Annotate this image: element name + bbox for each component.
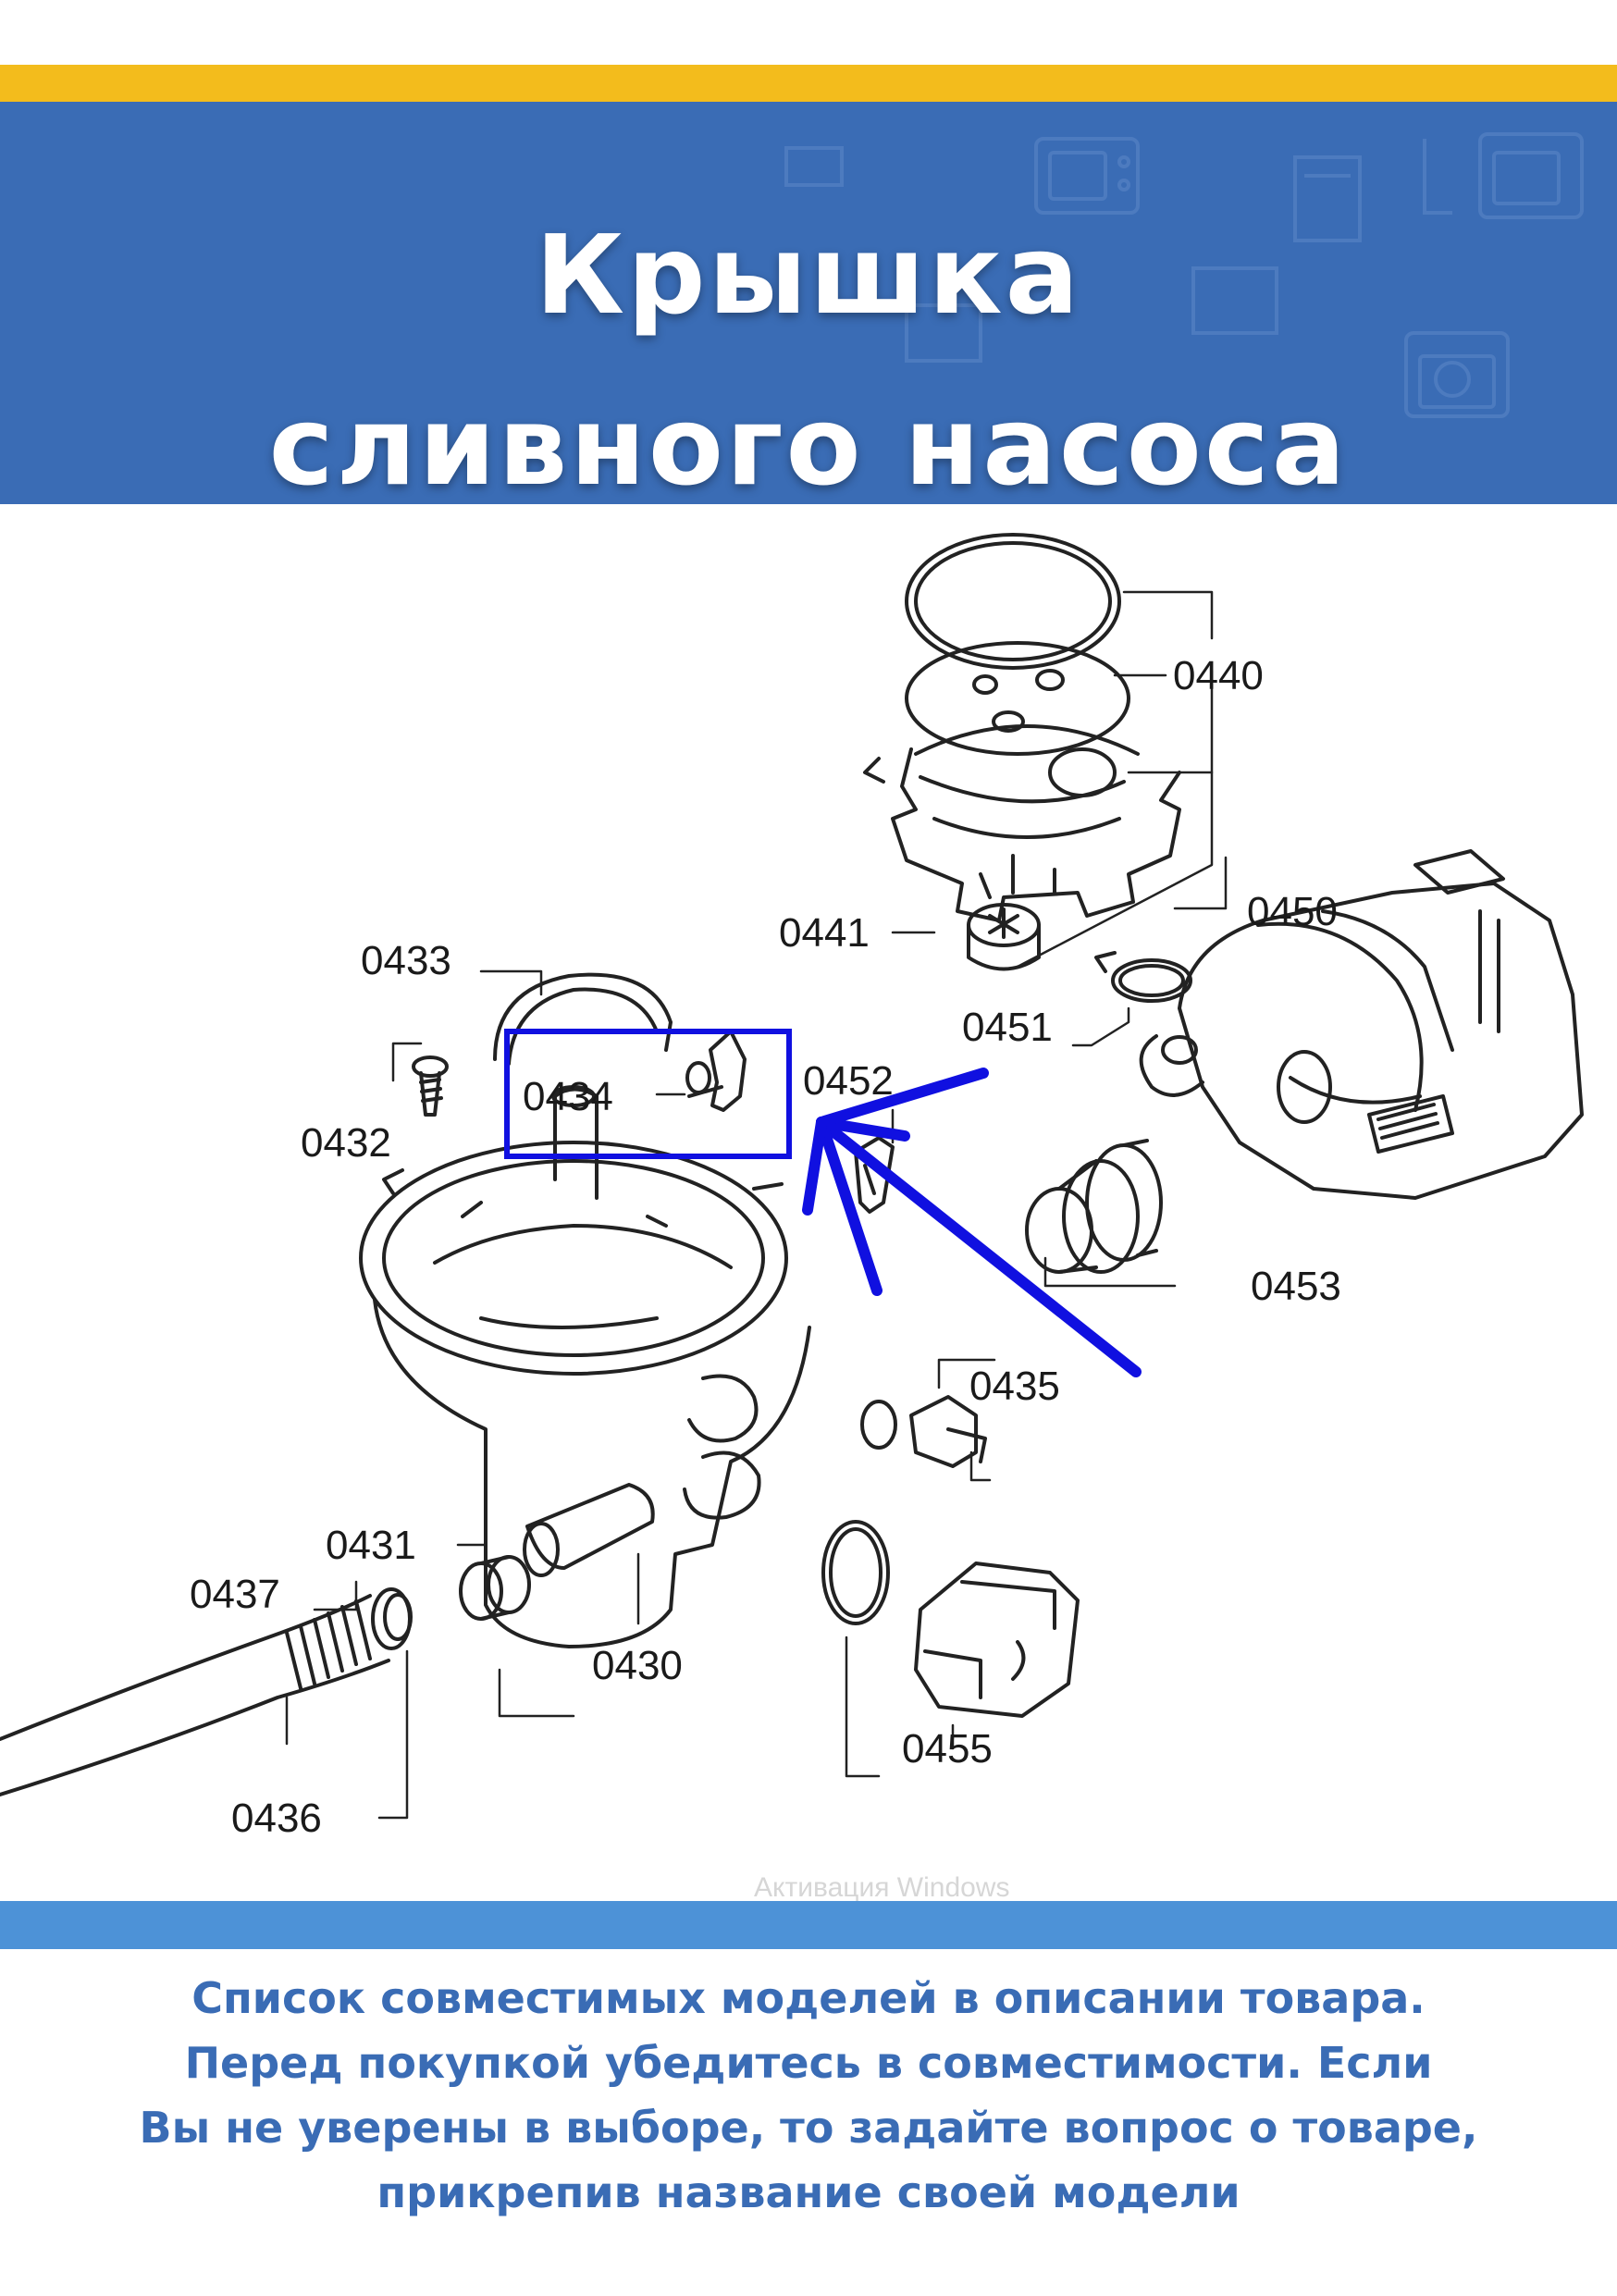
label-0430: 0430 [592,1643,683,1688]
compatibility-notice: Список совместимых моделей в описании то… [0,1966,1617,2225]
label-0432: 0432 [301,1120,391,1166]
part-0434-cover-drawing [685,1030,747,1112]
label-0452: 0452 [803,1058,894,1104]
label-0435: 0435 [969,1364,1060,1409]
label-0451: 0451 [962,1005,1053,1050]
notice-line-1: Список совместимых моделей в описании то… [191,1973,1426,2023]
label-0434: 0434 [523,1074,613,1119]
page-title: Крышка сливного насоса [0,190,1617,504]
part-oring-drawing [821,1520,890,1625]
part-0435-inlet-drawing [860,1395,987,1468]
label-0441: 0441 [779,910,870,956]
accent-stripe [0,65,1617,102]
header-banner: Крышка сливного насоса [0,102,1617,504]
bottom-band [0,1901,1617,1949]
leader-lines [285,590,1228,1820]
highlight-arrows [802,1068,1142,1377]
part-0451-clamp-drawing [1094,951,1192,1003]
part-0455-drain-pump-drawing [914,1562,1080,1718]
notice-line-3: Вы не уверены в выборе, то задайте вопро… [139,2103,1478,2153]
label-0433: 0433 [361,938,451,983]
notice-line-2: Перед покупкой убедитесь в совместимости… [184,2038,1433,2088]
label-0450: 0450 [1247,889,1338,934]
part-0432-screw-drawing [412,1055,449,1117]
part-0453-connector-drawing [1025,1139,1163,1274]
part-0441-impeller-drawing [967,903,1041,971]
label-0437: 0437 [190,1572,280,1617]
part-0431-connector-drawing [459,1555,531,1621]
highlight-box-0434 [504,1029,792,1159]
appliance-pattern-decoration [784,132,1584,418]
part-0436-drain-hose-drawing [0,1587,413,1796]
label-0453: 0453 [1251,1264,1341,1309]
label-0436: 0436 [231,1796,322,1841]
parts-exploded-diagram: 0440 0441 0450 0451 0433 0434 0452 0432 … [0,533,1584,1901]
windows-activation-watermark: Активация Windows [754,1872,1009,1901]
part-0433-clip-drawing [493,972,673,1066]
notice-line-4: прикрепив название своей модели [376,2167,1241,2217]
part-0450-heat-pump-drawing [1139,849,1584,1200]
title-line-1: Крышка [535,211,1082,339]
label-0455: 0455 [902,1726,993,1771]
part-0430-sump-drawing [359,1085,811,1648]
title-line-2: сливного насоса [268,382,1349,504]
label-0440: 0440 [1173,653,1264,698]
part-0440-lid-drawing [863,533,1181,922]
part-0452-clip-drawing [854,1136,895,1214]
label-0431: 0431 [326,1523,416,1568]
